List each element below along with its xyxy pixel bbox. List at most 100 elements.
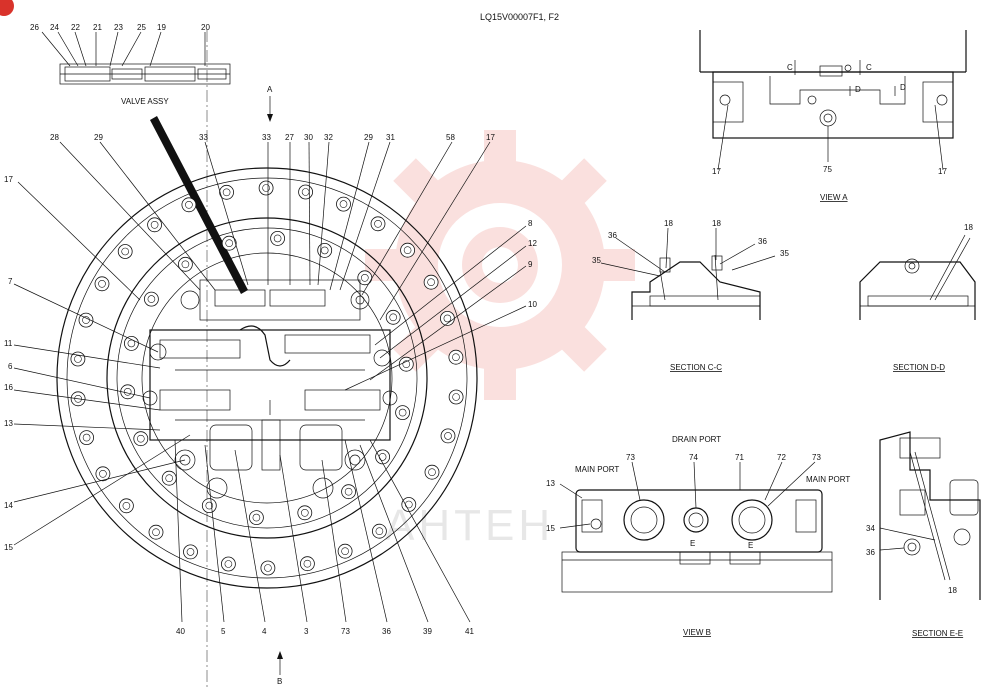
svg-text:7: 7: [8, 277, 13, 286]
inner-bolt: [270, 230, 286, 246]
inner-bolt: [161, 470, 177, 486]
svg-text:27: 27: [285, 133, 294, 142]
svg-text:17: 17: [712, 167, 721, 176]
drain-port-label: DRAIN PORT: [672, 435, 721, 444]
left-leader-lines: [13, 181, 191, 546]
outer-bolt: [183, 544, 198, 560]
right-leader-lines: [344, 225, 527, 391]
inner-bolt: [341, 484, 357, 500]
svg-text:73: 73: [626, 453, 635, 462]
svg-text:3: 3: [304, 627, 309, 636]
outer-bolt: [258, 180, 274, 196]
outer-bolt: [448, 349, 464, 365]
outer-bolt-hole: [444, 432, 452, 440]
left-callouts: 17 7 11 6 16 13 14 15: [4, 175, 13, 552]
bottom-leader-lines: [174, 439, 471, 623]
svg-text:12: 12: [528, 239, 537, 248]
svg-text:36: 36: [382, 627, 391, 636]
view-arrow-b: [277, 651, 283, 675]
section-cc-drawing: [600, 227, 776, 320]
outer-bolt-hole: [74, 355, 82, 363]
svg-text:36: 36: [758, 237, 767, 246]
svg-text:20: 20: [201, 23, 210, 32]
inner-bolt-hole: [225, 239, 233, 247]
inner-bolt-hole: [360, 273, 369, 282]
svg-text:C: C: [787, 63, 793, 72]
svg-text:32: 32: [324, 133, 333, 142]
main-housing: [56, 167, 478, 589]
svg-text:26: 26: [30, 23, 39, 32]
svg-text:74: 74: [689, 453, 698, 462]
outer-bolt: [117, 244, 133, 259]
inner-bolt-hole: [181, 260, 190, 269]
bottom-callouts: 40 5 4 3 73 36 39 41: [176, 627, 474, 636]
svg-text:13: 13: [546, 479, 555, 488]
outer-bolt: [79, 430, 94, 446]
outer-bolt: [147, 217, 163, 233]
svg-text:18: 18: [948, 586, 957, 595]
svg-text:40: 40: [176, 627, 185, 636]
svg-text:17: 17: [4, 175, 13, 184]
svg-text:4: 4: [262, 627, 267, 636]
svg-text:41: 41: [465, 627, 474, 636]
drawing-code: LQ15V00007F1, F2: [480, 12, 559, 22]
outer-bolt-hole: [82, 433, 91, 442]
outer-bolt: [336, 196, 351, 212]
svg-text:31: 31: [386, 133, 395, 142]
inner-bolt: [317, 242, 333, 258]
section-ee-callouts: 34 36 18: [866, 524, 957, 595]
section-cc-title: SECTION C-C: [670, 363, 722, 372]
outer-bolt: [298, 184, 314, 200]
inner-bolt-hole: [344, 487, 353, 496]
svg-text:19: 19: [157, 23, 166, 32]
outer-bolt-hole: [452, 353, 460, 362]
outer-bolt-hole: [303, 559, 312, 568]
svg-text:C: C: [866, 63, 872, 72]
svg-text:11: 11: [4, 339, 13, 348]
outer-bolt-hole: [341, 547, 349, 556]
outer-bolt-hole: [443, 314, 452, 323]
inner-bolt-hole: [273, 234, 282, 243]
svg-text:22: 22: [71, 23, 80, 32]
inner-bolt: [375, 449, 391, 465]
valve-assy-inset: [41, 31, 231, 85]
inner-bolt-hole: [165, 474, 173, 483]
outer-bolt-hole: [375, 527, 384, 536]
svg-text:21: 21: [93, 23, 102, 32]
svg-text:15: 15: [4, 543, 13, 552]
svg-text:29: 29: [364, 133, 373, 142]
main-port-left-label: MAIN PORT: [575, 465, 619, 474]
svg-text:10: 10: [528, 300, 537, 309]
main-port-right-label: MAIN PORT: [806, 475, 850, 484]
inner-bolt: [221, 235, 237, 251]
outer-bolt-hole: [186, 548, 195, 556]
outer-bolt-hole: [428, 468, 436, 477]
svg-text:16: 16: [4, 383, 13, 392]
svg-text:30: 30: [304, 133, 313, 142]
view-arrow-a-label: A: [267, 85, 273, 94]
inner-bolt-hole: [398, 408, 407, 417]
svg-text:9: 9: [528, 260, 533, 269]
outer-bolt-hole: [427, 278, 435, 287]
inner-bolt-hole: [147, 295, 156, 303]
outer-bolt: [371, 523, 387, 539]
inner-bolt: [177, 256, 193, 272]
svg-text:D: D: [900, 83, 906, 92]
section-cc-callouts: 18 18 36 36 35 35: [592, 219, 789, 265]
inner-bolt: [395, 405, 411, 421]
svg-text:35: 35: [780, 249, 789, 258]
svg-text:E: E: [748, 541, 753, 550]
inner-bolt: [385, 309, 401, 325]
svg-text:14: 14: [4, 501, 13, 510]
outer-bolt-hole: [222, 188, 231, 197]
inner-bolt: [123, 335, 139, 351]
section-dd-title: SECTION D-D: [893, 363, 945, 372]
inner-bolt-hole: [137, 434, 145, 443]
svg-text:75: 75: [823, 165, 832, 174]
outer-bolt-hole: [152, 528, 160, 537]
inner-bolt-circle: [120, 230, 414, 525]
svg-text:D: D: [855, 85, 861, 94]
svg-text:73: 73: [341, 627, 350, 636]
svg-text:5: 5: [221, 627, 226, 636]
